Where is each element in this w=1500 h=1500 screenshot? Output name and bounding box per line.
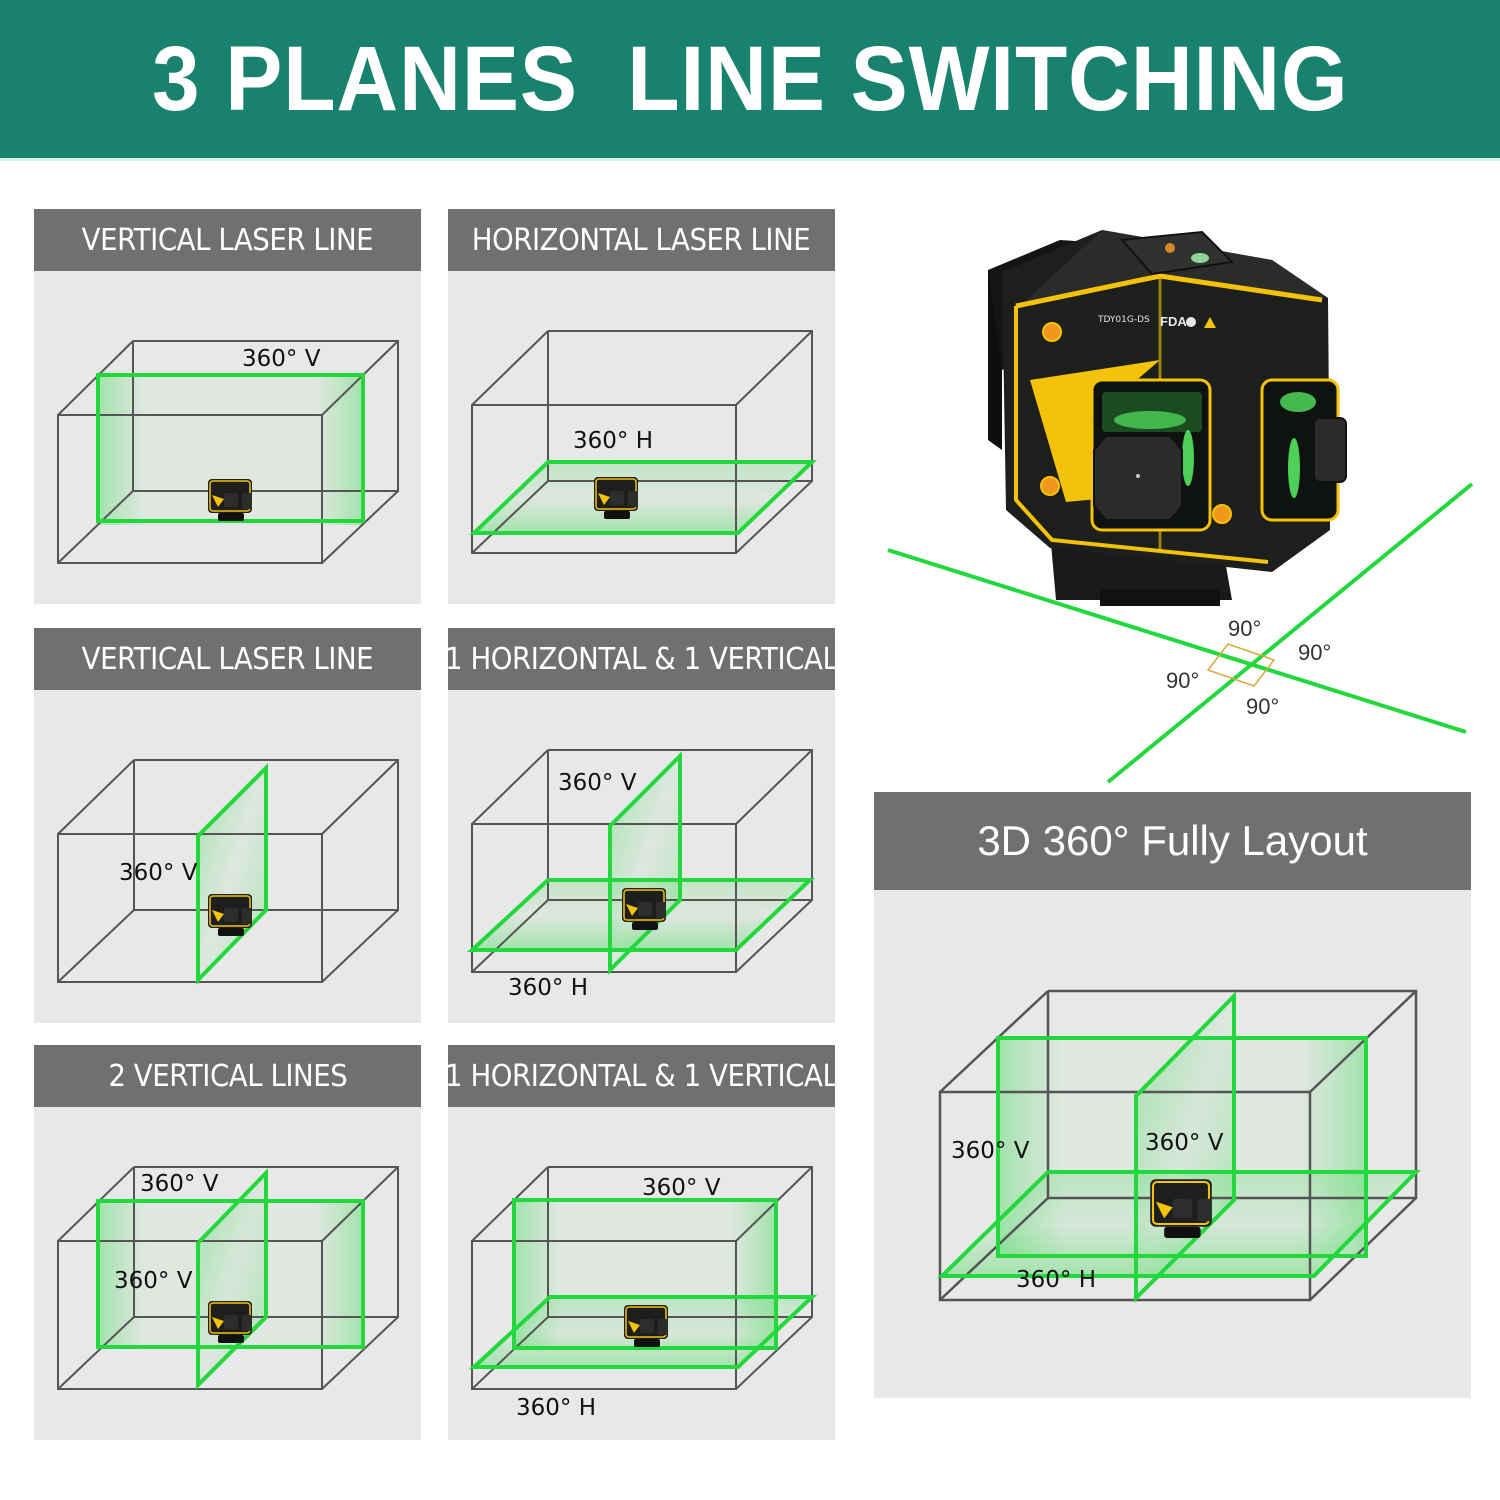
fully-layout-header: 3D 360° Fully Layout: [874, 792, 1471, 890]
banner-divider: [0, 158, 1500, 161]
panel-header: 1 HORIZONTAL & 1 VERTICAL: [445, 628, 838, 690]
plane-label-v1: 360° V: [951, 1138, 1030, 1164]
angle-label-left: 90°: [1166, 668, 1199, 693]
angle-label-top: 90°: [1228, 616, 1261, 641]
mode-panel-horizontal: HORIZONTAL LASER LINE 360° H: [448, 209, 835, 604]
panel-title: VERTICAL LASER LINE: [81, 222, 374, 258]
title-banner: 3 PLANES LINE SWITCHING: [0, 0, 1500, 158]
panel-header: HORIZONTAL LASER LINE: [448, 209, 835, 271]
plane-label-v2: 360° V: [114, 1268, 193, 1294]
laser-line-horizontal: [887, 548, 1467, 734]
fda-mark: FDA: [1160, 314, 1187, 329]
panel-title: 2 VERTICAL LINES: [108, 1058, 347, 1094]
laser-warning-icon: [1204, 317, 1216, 328]
plane-label-v2: 360° V: [1145, 1130, 1224, 1156]
panel-header: 2 VERTICAL LINES: [34, 1045, 421, 1107]
panel-title: 1 HORIZONTAL & 1 VERTICAL: [445, 641, 838, 677]
plane-label-h: 360° H: [516, 1395, 596, 1421]
room-diagram-full: 360° V 360° V 360° H: [937, 989, 1421, 1303]
panel-header: 1 HORIZONTAL & 1 VERTICAL: [445, 1045, 838, 1107]
panel-header: VERTICAL LASER LINE: [34, 209, 421, 271]
room-diagram: 360° H: [469, 330, 817, 554]
panel-title: HORIZONTAL LASER LINE: [472, 222, 811, 258]
certification-icon: [1186, 317, 1196, 327]
panel-title: 1 HORIZONTAL & 1 VERTICAL: [445, 1058, 838, 1094]
mode-panel-2-vertical: 2 VERTICAL LINES 360° V 360° V: [34, 1045, 421, 1440]
plane-label-v: 360° V: [642, 1175, 721, 1201]
plane-label: 360° V: [242, 346, 321, 372]
plane-label: 360° V: [119, 860, 198, 886]
room-diagram: 360° V: [57, 759, 399, 985]
right-angle-marker: [1206, 643, 1276, 687]
angle-label-right: 90°: [1298, 640, 1331, 665]
panel-title: VERTICAL LASER LINE: [81, 641, 374, 677]
plane-label: 360° H: [573, 428, 653, 454]
angle-label-bottom: 90°: [1246, 694, 1279, 719]
mode-panel-1h-1v-a: 1 HORIZONTAL & 1 VERTICAL 360° V 360° H: [445, 628, 838, 1023]
room-diagram: 360° V 360° V: [57, 1166, 399, 1390]
room-diagram: 360° V: [57, 340, 399, 564]
room-diagram: 360° V 360° H: [466, 749, 816, 1001]
mode-panel-vertical-2: VERTICAL LASER LINE 360° V: [34, 628, 421, 1023]
banner-title: 3 PLANES LINE SWITCHING: [151, 27, 1349, 130]
mode-panel-1h-1v-b: 1 HORIZONTAL & 1 VERTICAL 360° V 360° H: [445, 1045, 838, 1440]
plane-label-v: 360° V: [558, 770, 637, 796]
product-hero: 90° 90° 90° 90°: [887, 230, 1474, 784]
fully-layout-title: 3D 360° Fully Layout: [977, 817, 1368, 864]
room-diagram: 360° V 360° H: [468, 1166, 818, 1421]
device-model-label: TDY01G-DS: [1097, 315, 1150, 325]
laser-line-crossing: [1106, 482, 1474, 784]
laser-level-device: TDY01G-DS FDA: [988, 230, 1347, 606]
fully-layout-panel: 3D 360° Fully Layout 360° V 360° V 360° …: [874, 792, 1471, 1398]
plane-label-v1: 360° V: [140, 1171, 219, 1197]
panel-header: VERTICAL LASER LINE: [34, 628, 421, 690]
mode-panel-vertical-1: VERTICAL LASER LINE 360° V: [34, 209, 421, 604]
plane-label-h: 360° H: [1016, 1267, 1096, 1293]
plane-label-h: 360° H: [508, 975, 588, 1001]
